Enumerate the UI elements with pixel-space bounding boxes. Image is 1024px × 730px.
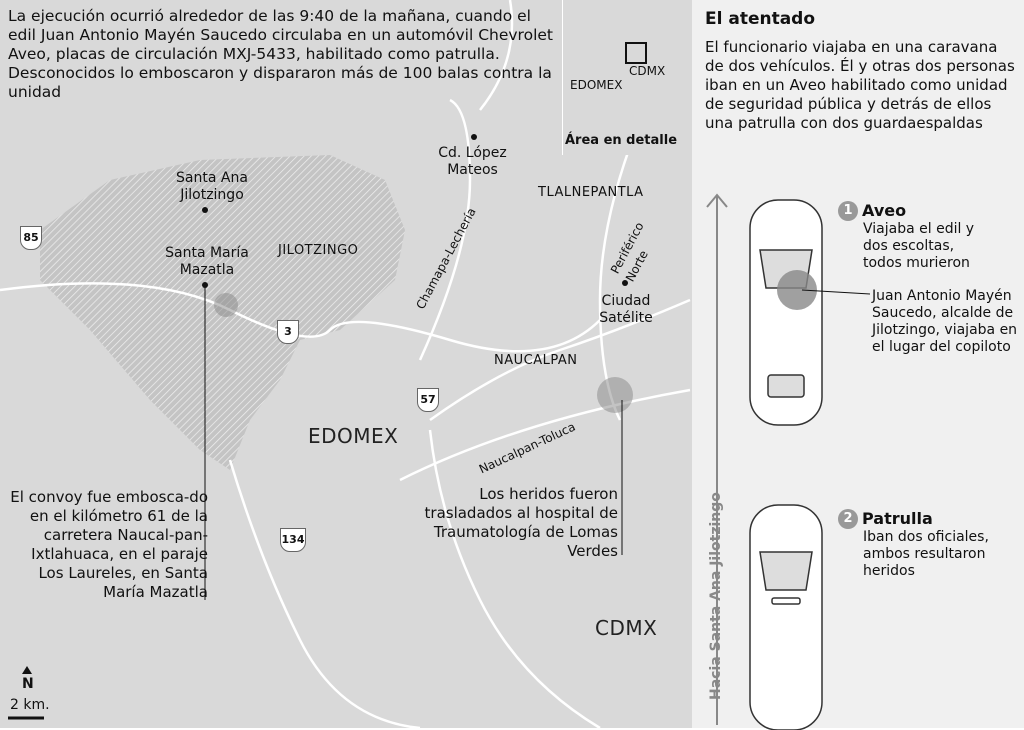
place-tlalnepantla: TLALNEPANTLA — [538, 185, 644, 200]
place-jilotzingo: JILOTZINGO — [278, 243, 359, 258]
direction-label: Hacia Santa Ana Jilotzingo — [708, 492, 724, 700]
place-lopez-mateos: Cd. López Mateos — [438, 145, 507, 178]
place-cdmx: CDMX — [595, 616, 658, 640]
map-graphics — [0, 0, 691, 728]
scale-label: 2 km. — [10, 697, 50, 713]
car-1-number: 1 — [838, 200, 858, 221]
place-edomex: EDOMEX — [308, 424, 399, 448]
victim-annotation: Juan Antonio Mayén Saucedo, alcalde de J… — [872, 288, 1018, 355]
inset-edomex: EDOMEX — [570, 78, 623, 92]
intro-text: La ejecución ocurrió alrededor de las 9:… — [8, 7, 553, 101]
place-naucalpan: NAUCALPAN — [494, 353, 578, 368]
shield-3: 3 — [277, 320, 299, 344]
shield-57: 57 — [417, 388, 439, 412]
car-patrulla-icon — [749, 504, 823, 730]
panel-description: El funcionario viajaba en una caravana d… — [705, 38, 1015, 132]
shield-85: 85 — [20, 226, 42, 250]
car-2-number: 2 — [838, 508, 858, 529]
shield-134: 134 — [280, 528, 306, 552]
annotation-ambush: El convoy fue embosca-do en el kilómetro… — [10, 488, 208, 601]
car-aveo-icon — [749, 199, 871, 426]
inset-cdmx: CDMX — [629, 64, 666, 78]
place-santa-ana: Santa Ana Jilotzingo — [176, 170, 248, 203]
car-1-title: Aveo — [862, 201, 907, 220]
car-2-text: Iban dos oficiales, ambos resultaron her… — [863, 528, 989, 579]
place-satelite: Ciudad Satélite — [599, 293, 653, 326]
cars-diagram — [706, 193, 871, 730]
map: La ejecución ocurrió alrededor de las 9:… — [0, 0, 692, 728]
panel-title: El atentado — [705, 9, 816, 29]
north-indicator: N — [22, 676, 34, 692]
car-1-text: Viajaba el edil y dos escoltas, todos mu… — [863, 220, 975, 271]
detail-area-box — [625, 42, 647, 64]
annotation-hospital: Los heridos fueron trasladados al hospit… — [424, 485, 618, 560]
car-2-title: Patrulla — [862, 509, 933, 528]
inset-caption: Área en detalle — [565, 133, 678, 148]
inset-map: CDMX EDOMEX Área en detalle — [562, 0, 692, 155]
place-santa-maria: Santa María Mazatla — [165, 245, 249, 278]
side-panel: El atentado El funcionario viajaba en un… — [692, 0, 1024, 730]
